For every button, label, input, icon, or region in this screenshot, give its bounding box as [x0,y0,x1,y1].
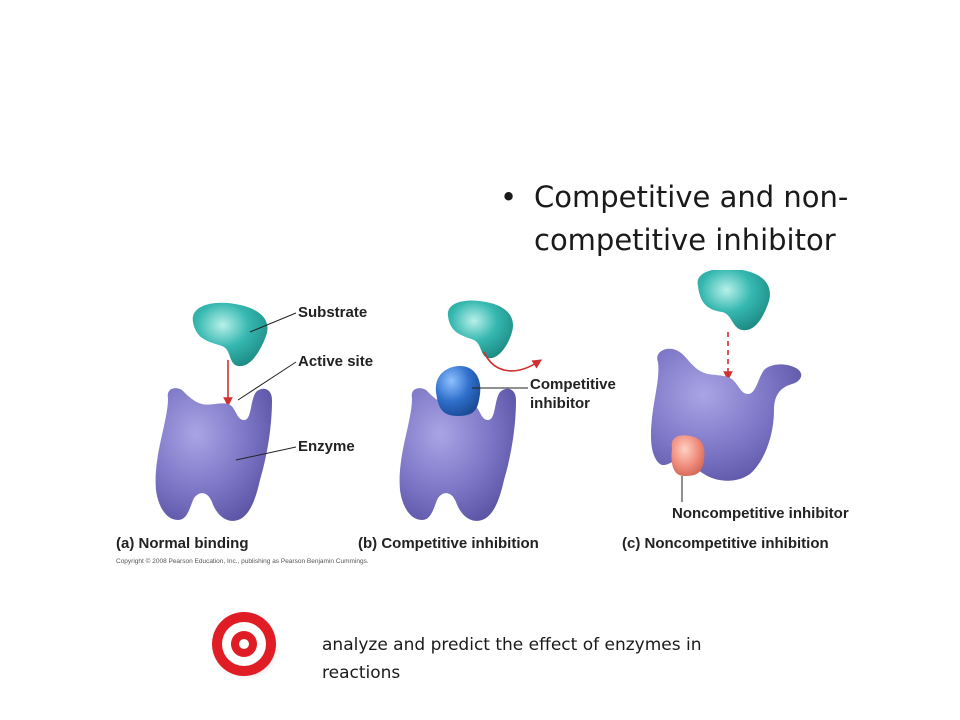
enzyme-label: Enzyme [298,438,355,455]
enzyme-shape [399,388,516,521]
substrate-label: Substrate [298,304,367,321]
noncompetitive-inhibitor-label: Noncompetitive inhibitor [672,505,849,522]
caption-a: (a) Normal binding [116,535,249,552]
panel-competitive-inhibition: Competitive inhibitor (b) Competitive in… [358,300,616,552]
substrate-shape [192,302,268,367]
target-icon [212,612,280,680]
competitive-inhibitor-label-2: inhibitor [530,395,590,412]
learning-objective: analyze and predict the effect of enzyme… [322,635,702,683]
substrate-shape [447,300,513,359]
panel-normal-binding: Substrate Active site Enzyme (a) Normal … [116,302,373,552]
noncompetitive-inhibitor-shape [671,435,705,476]
copyright-notice: Copyright © 2008 Pearson Education, Inc.… [116,557,369,565]
competitive-inhibitor-label-1: Competitive [530,376,616,393]
bullet-dot: • [500,180,518,214]
enzyme-shape [155,388,272,521]
substrate-leader [249,312,297,333]
enzyme-leader [235,446,297,461]
competitive-inhibitor-shape [435,366,481,416]
deflect-arrow [483,351,543,372]
panel-noncompetitive-inhibition: Noncompetitive inhibitor (c) Noncompetit… [622,270,849,552]
caption-c: (c) Noncompetitive inhibition [622,535,829,552]
active-site-leader [237,361,297,401]
caption-b: (b) Competitive inhibition [358,535,539,552]
bullet-text: Competitive and non-competitive inhibito… [534,180,849,257]
substrate-shape [697,270,770,331]
enzyme-inhibition-figure: Substrate Active site Enzyme (a) Normal … [116,270,849,565]
active-site-label: Active site [298,353,373,370]
